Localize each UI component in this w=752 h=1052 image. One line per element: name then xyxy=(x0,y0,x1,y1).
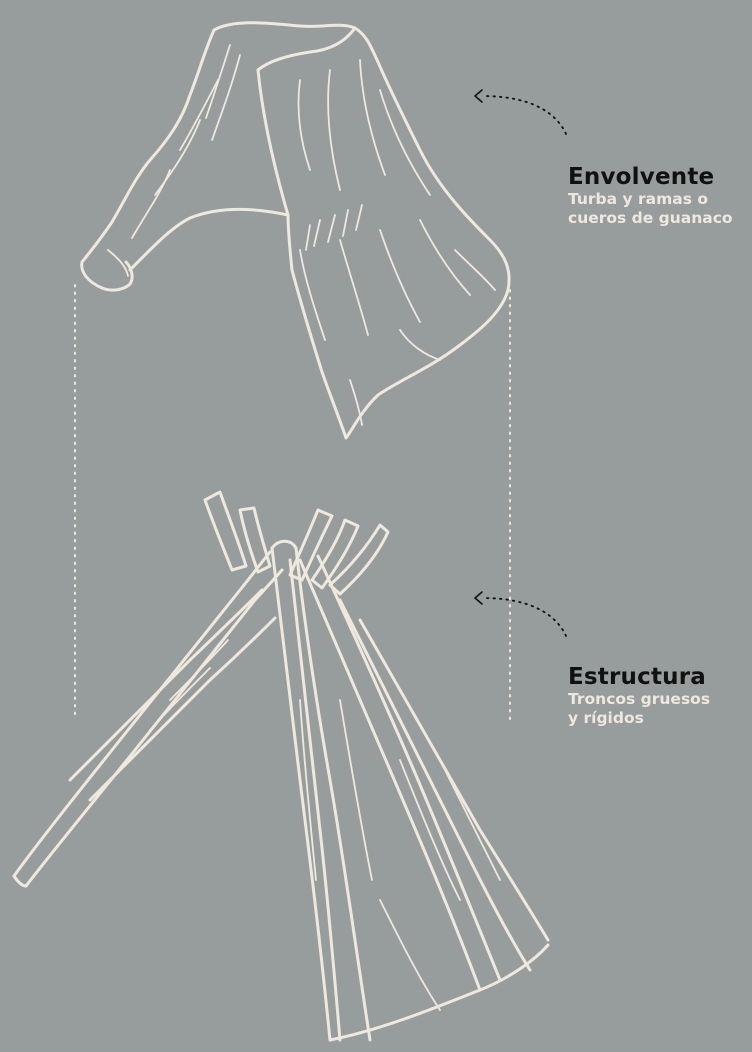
envolvente-description-line1: Turba y ramas o xyxy=(568,190,708,208)
estructura-arrow xyxy=(474,591,567,637)
estructura-label: Estructura Troncos gruesos y rígidos xyxy=(568,666,710,727)
estructura-title: Estructura xyxy=(568,664,706,690)
envolvente-sketch xyxy=(80,21,511,440)
estructura-description-line2: y rígidos xyxy=(568,709,644,727)
estructura-description-line1: Troncos gruesos xyxy=(568,690,711,708)
envolvente-label: Envolvente Turba y ramas o cueros de gua… xyxy=(568,166,733,227)
envolvente-title: Envolvente xyxy=(568,164,715,190)
estructura-sketch xyxy=(12,490,550,1042)
envolvente-description-line2: cueros de guanaco xyxy=(568,209,733,227)
envolvente-arrow xyxy=(474,89,567,135)
